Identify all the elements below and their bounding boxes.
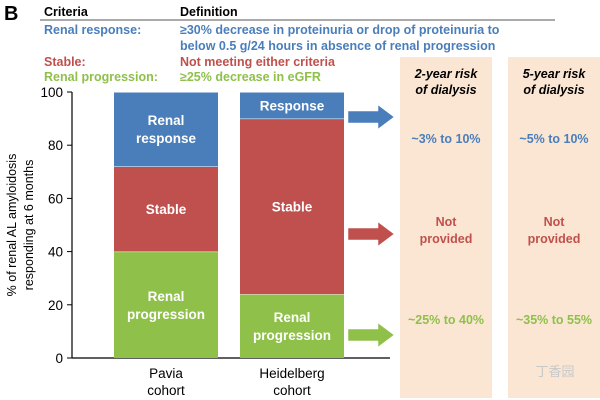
bar-segment [114, 251, 218, 358]
y-tick-label: 80 [48, 138, 63, 153]
risk-panel-value: Not [436, 215, 458, 229]
risk-panel-value: Not [544, 215, 566, 229]
risk-panel-title: 2-year risk [414, 67, 479, 81]
bar-segment-label: Renal [148, 289, 185, 304]
right-arrow-icon [347, 104, 395, 130]
criterion-definition: Not meeting either criteria [180, 55, 336, 69]
right-arrow-icon [347, 221, 395, 247]
risk-panel-value: ~25% to 40% [408, 313, 484, 327]
risk-panel-title: of dialysis [415, 83, 476, 97]
table-header-definition: Definition [180, 5, 238, 19]
risk-panel-value: provided [528, 232, 581, 246]
x-category-label: cohort [273, 383, 311, 398]
right-arrow-icon [347, 322, 395, 348]
bar-segment [240, 118, 344, 295]
panel-letter: B [4, 3, 18, 25]
criterion-definition: ≥30% decrease in proteinuria or drop of … [180, 23, 500, 37]
bar-segment-label: Response [260, 98, 325, 113]
criterion-definition: below 0.5 g/24 hours in absence of renal… [180, 39, 495, 53]
bar-segment [240, 294, 344, 358]
risk-panel-value: ~5% to 10% [519, 132, 588, 146]
risk-panel-value: ~35% to 55% [516, 313, 592, 327]
risk-panel-value: ~3% to 10% [411, 132, 480, 146]
criterion-label: Stable: [44, 55, 86, 69]
criterion-label: Renal progression: [44, 70, 158, 84]
bar-segment-label: Stable [146, 202, 187, 217]
bar-segment-label: Renal [148, 113, 185, 128]
criterion-definition: ≥25% decrease in eGFR [180, 70, 321, 84]
bar-segment-label: progression [253, 328, 331, 343]
y-axis-label: % of renal AL amyloidosis [5, 154, 19, 297]
risk-panel-background [508, 57, 600, 398]
bar-segment [240, 92, 344, 119]
y-tick-label: 100 [40, 85, 63, 100]
risk-panel-background [400, 57, 492, 398]
bar-segment-label: Renal [274, 310, 311, 325]
y-axis-label: responding at 6 months [22, 160, 36, 291]
x-category-label: Pavia [149, 366, 183, 381]
y-tick-label: 40 [48, 245, 63, 260]
risk-panel-title: of dialysis [523, 83, 584, 97]
bar-segment [114, 92, 218, 167]
y-tick-label: 60 [48, 191, 63, 206]
risk-panel-title: 5-year risk [523, 67, 587, 81]
risk-panel-value: provided [420, 232, 473, 246]
table-header-criteria: Criteria [44, 5, 89, 19]
bar-segment-label: progression [127, 307, 205, 322]
x-category-label: cohort [147, 383, 185, 398]
bar-segment-label: Stable [272, 199, 313, 214]
watermark-text: 丁香园 [535, 364, 574, 379]
bar-segment-label: response [136, 131, 197, 146]
criterion-label: Renal response: [44, 23, 141, 37]
y-tick-label: 20 [48, 298, 63, 313]
bar-segment [114, 166, 218, 252]
y-tick-label: 0 [55, 351, 63, 366]
x-category-label: Heidelberg [259, 366, 324, 381]
